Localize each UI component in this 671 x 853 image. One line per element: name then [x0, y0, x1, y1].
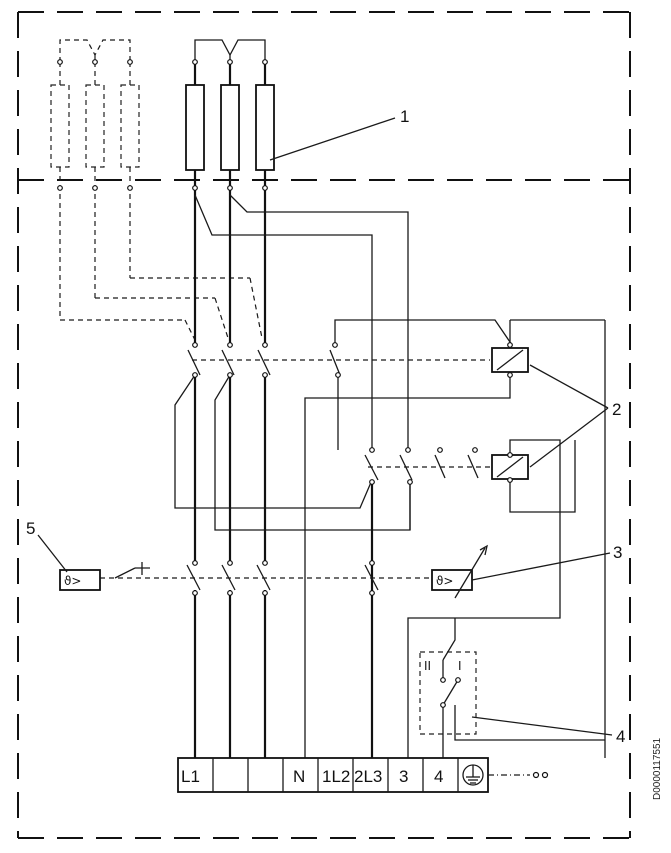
terminal-label-1: L1 [181, 767, 200, 786]
heater-element-2 [220, 84, 240, 171]
callout-5: 5 [26, 519, 35, 538]
terminal-label-6: 2L3 [354, 767, 382, 786]
callout-1: 1 [400, 107, 409, 126]
terminal-block: L1 N 1L2 2L3 3 4 [177, 757, 549, 793]
temperature-limiter-sensor [59, 569, 101, 591]
terminal-label-7: 3 [399, 767, 408, 786]
callout-3: 3 [613, 543, 622, 562]
heating-elements [185, 39, 275, 345]
thermostat-symbol: ϑ> [436, 574, 453, 588]
callouts: 1 2 3 4 5 [26, 107, 625, 746]
temperature-limiter-row: ϑ> ϑ> [59, 544, 488, 758]
relay-coil-lower [491, 454, 529, 480]
selector-switch: II I [419, 618, 605, 758]
callout-4: 4 [616, 727, 625, 746]
terminal-label-5: 1L2 [322, 767, 350, 786]
main-contactor [174, 319, 513, 550]
heater-crossover-wires [194, 194, 409, 450]
heater-element-3 [255, 84, 275, 171]
outer-frame [17, 11, 631, 839]
selector-position-1: I [458, 659, 462, 673]
junction-dots [57, 59, 513, 708]
callout-2: 2 [612, 400, 621, 419]
terminal-label-4: N [293, 767, 305, 786]
optional-heater-group [50, 39, 263, 341]
earth-ground-icon [462, 764, 484, 786]
selector-position-2: II [424, 659, 431, 673]
safety-contactor [364, 454, 492, 758]
heater-element-1 [185, 84, 205, 171]
terminal-label-8: 4 [434, 767, 443, 786]
document-id: D0000117551 [652, 737, 663, 800]
relay-coils [304, 319, 606, 758]
temperature-limiter-symbol: ϑ> [64, 574, 81, 588]
